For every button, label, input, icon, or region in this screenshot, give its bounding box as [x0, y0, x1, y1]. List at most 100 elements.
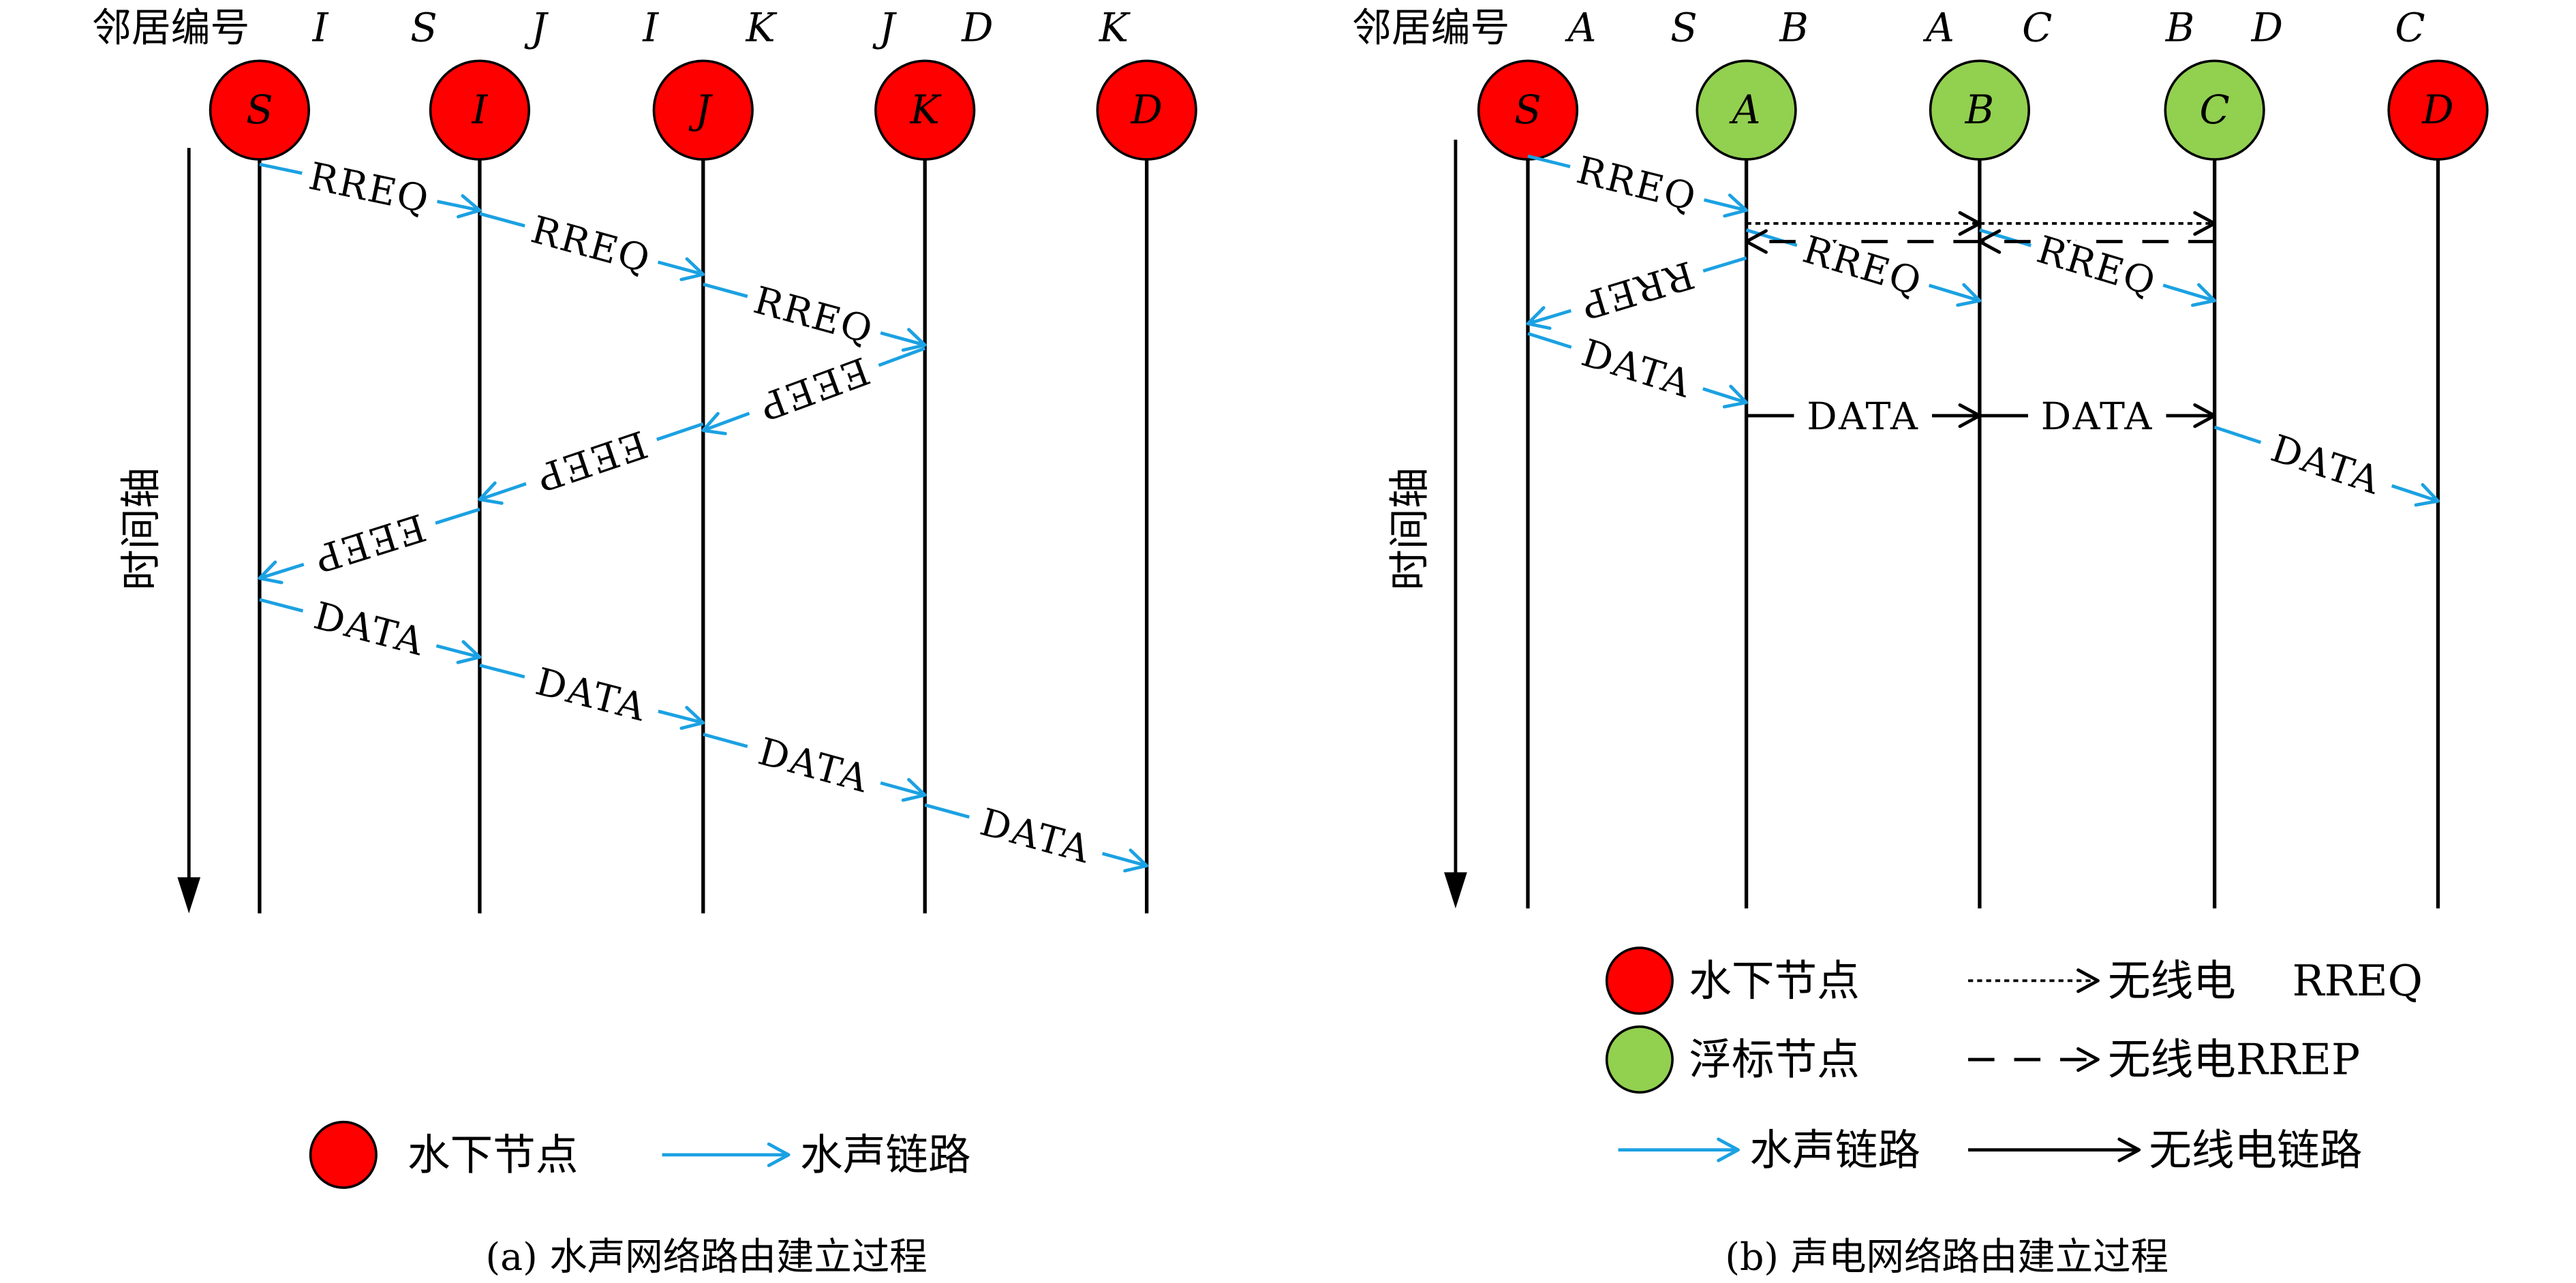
message-label: DATA	[2266, 427, 2387, 504]
message-line	[1527, 332, 1572, 349]
legend-node-swatch	[1605, 946, 1674, 1015]
message-line	[880, 777, 927, 802]
node-label: I	[471, 87, 488, 133]
node-d: D	[1096, 59, 1197, 161]
legend-node-swatch	[309, 1120, 378, 1189]
message-label: RREQ	[305, 155, 433, 222]
message-arrow	[259, 162, 482, 219]
neighbor-id: K	[1099, 4, 1131, 50]
message-arrows	[1526, 154, 2440, 507]
neighbor-id: I	[312, 4, 329, 50]
neighbor-id: A	[1922, 4, 1954, 50]
neighbor-id: K	[746, 4, 778, 50]
neighbor-id: J	[872, 4, 897, 50]
message-arrow	[259, 598, 482, 664]
message-line	[435, 640, 482, 664]
message-line	[479, 212, 525, 228]
legend-label: 水声链路	[1749, 1125, 1920, 1175]
legend-label: 无线电链路	[2149, 1125, 2362, 1175]
time-axis-label: 时间轴	[118, 467, 166, 591]
message-arrow	[479, 664, 705, 730]
node-circle	[2387, 59, 2489, 161]
message-label: DATA	[1807, 395, 1919, 439]
message-line	[1527, 154, 1571, 168]
message-arrows	[258, 162, 1149, 873]
legend-link-entry: 无线电RREP	[1968, 1035, 2360, 1085]
neighbor-id: B	[1779, 4, 1809, 50]
neighbor-header: 邻居编号	[92, 4, 249, 50]
message-line	[1101, 848, 1149, 873]
message-line	[259, 162, 303, 175]
node-circle	[429, 59, 531, 161]
node-label: D	[1130, 87, 1162, 133]
message-line	[478, 481, 527, 505]
node-label: S	[246, 87, 273, 133]
message-arrow	[703, 282, 927, 352]
message-line	[701, 412, 750, 435]
message-line	[880, 328, 927, 352]
message-arrow	[703, 732, 927, 802]
message-arrow	[924, 803, 1149, 873]
node-s: S	[209, 59, 311, 161]
node-circle	[652, 59, 754, 161]
message-arrow	[478, 422, 704, 505]
legend-node-entry: 水下节点	[309, 1120, 578, 1189]
neighbor-id: D	[2251, 4, 2283, 50]
message-line	[437, 194, 482, 219]
message-label: DATA	[1576, 332, 1697, 407]
message-label: RREQ	[749, 279, 878, 353]
node-d: D	[2387, 59, 2489, 161]
message-label: RREP	[1575, 252, 1699, 328]
message-label: RREQ	[2032, 228, 2162, 305]
node-c: C	[2164, 59, 2265, 161]
message-arrow	[1527, 154, 1748, 218]
message-label: RREQ	[1798, 228, 1927, 305]
legend-link-entry: 水声链路	[662, 1130, 971, 1180]
panel-caption: (a) 水声网络路由建立过程	[485, 1236, 927, 1280]
legend-node-entry: 浮标节点	[1605, 1025, 1860, 1094]
neighbor-id: S	[410, 4, 438, 50]
panel-caption: (b) 声电网络路由建立过程	[1725, 1236, 2168, 1280]
node-label: A	[1729, 87, 1761, 133]
message-label: EEEP	[752, 347, 875, 428]
message-line	[1702, 256, 1747, 273]
message-line	[1703, 194, 1748, 218]
time-axis: 时间轴	[118, 148, 201, 914]
legend-label: 水下节点	[1689, 956, 1860, 1006]
message-arrow	[258, 508, 480, 585]
message-line	[703, 282, 748, 298]
node-label: C	[2200, 87, 2230, 133]
message-line	[2391, 483, 2440, 507]
neighbor-id: B	[2165, 4, 2195, 50]
neighbor-id: D	[961, 4, 993, 50]
message-line	[435, 508, 480, 525]
neighbor-id: C	[2395, 4, 2425, 50]
legend-node-entry: 水下节点	[1605, 946, 1860, 1015]
legend-label: 无线电 RREQ	[2108, 956, 2423, 1006]
message-line	[259, 598, 304, 613]
node-label: K	[910, 87, 942, 133]
legend-link-entry: 无线电 RREQ	[1968, 956, 2423, 1006]
message-line	[2213, 425, 2262, 444]
message-line	[479, 664, 525, 679]
node-k: K	[874, 59, 976, 161]
message-label: EEEP	[308, 504, 431, 580]
message-line	[258, 560, 305, 585]
node-circle	[1696, 59, 1797, 161]
time-axis: 时间轴	[1386, 140, 1467, 909]
neighbor-id: C	[2022, 4, 2052, 50]
message-arrow	[1526, 256, 1747, 330]
node-j: J	[652, 59, 754, 161]
message-line	[924, 803, 970, 819]
message-line	[656, 422, 704, 442]
neighbor-id: I	[642, 4, 659, 50]
time-axis-label: 时间轴	[1386, 467, 1434, 591]
neighbor-id: S	[1670, 4, 1698, 50]
message-line	[657, 257, 705, 281]
node-a: A	[1696, 59, 1797, 161]
